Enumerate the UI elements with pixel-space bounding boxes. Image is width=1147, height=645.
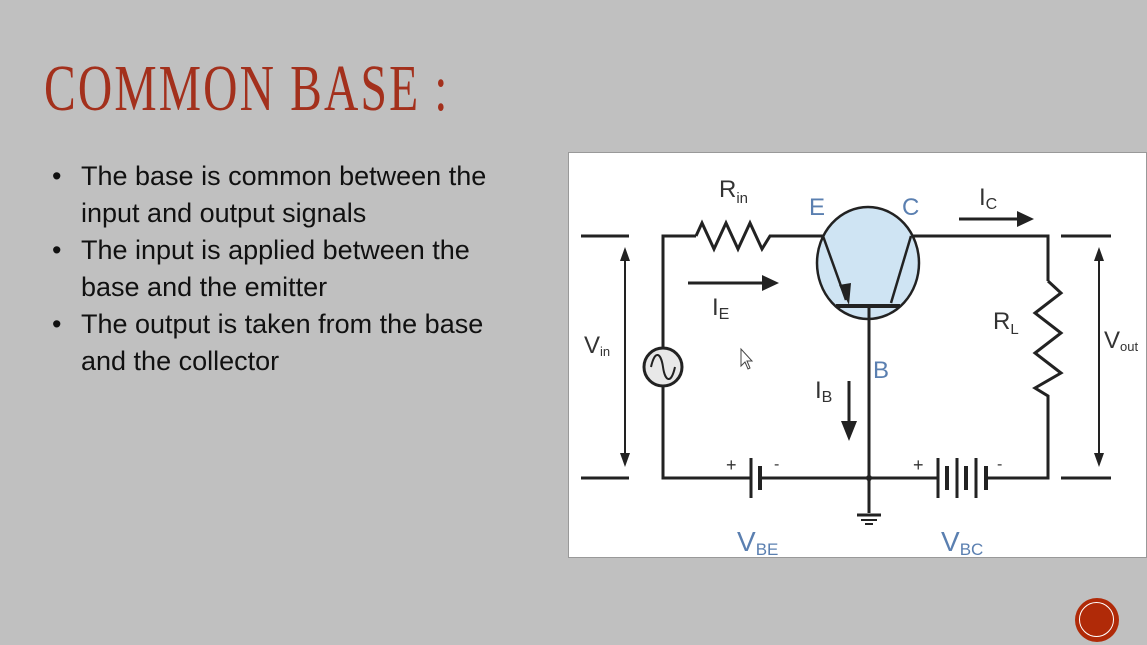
vbc-minus-sign: - [997, 456, 1002, 473]
base-label: B [873, 357, 889, 384]
v-in-label: Vin [584, 332, 610, 359]
ic-arrow [959, 211, 1034, 227]
r-l-resistor [989, 279, 1064, 480]
vbe-plus-sign: + [726, 455, 737, 475]
bullet-list: The base is common between the input and… [52, 158, 522, 380]
slide-badge-icon [1075, 598, 1119, 642]
common-base-circuit-diagram: Rin E C B IC IE IB RL Vin Vout VBE VBC +… [568, 152, 1147, 559]
vbc-battery [936, 458, 989, 498]
terminal-dashes [581, 234, 1111, 480]
bullet-item: The base is common between the input and… [52, 158, 522, 232]
vout-arrow [1094, 247, 1104, 467]
vbe-battery [749, 458, 762, 498]
bullet-item: The output is taken from the base and th… [52, 306, 522, 380]
ac-source-icon [642, 346, 684, 388]
vbe-minus-sign: - [774, 456, 779, 473]
collector-label: C [902, 194, 919, 221]
mouse-cursor-icon [740, 347, 754, 370]
vbc-plus-sign: + [913, 455, 924, 475]
vin-arrow [620, 247, 630, 467]
ib-label: IB [815, 377, 832, 406]
ground-icon [857, 513, 881, 525]
v-bc-label: VBC [941, 526, 983, 559]
v-be-label: VBE [737, 526, 778, 559]
transistor-icon [815, 205, 921, 513]
r-in-resistor [694, 219, 823, 253]
r-in-label: Rin [719, 176, 748, 207]
r-l-label: RL [993, 308, 1019, 338]
ie-arrow [688, 275, 779, 291]
ie-label: IE [712, 294, 729, 323]
ib-arrow [841, 381, 857, 441]
slide-title: COMMON BASE : [44, 52, 450, 125]
v-out-label: Vout [1104, 327, 1138, 354]
emitter-label: E [809, 194, 825, 221]
bullet-item: The input is applied between the base an… [52, 232, 522, 306]
ic-label: IC [979, 184, 997, 213]
wires [661, 219, 1064, 480]
